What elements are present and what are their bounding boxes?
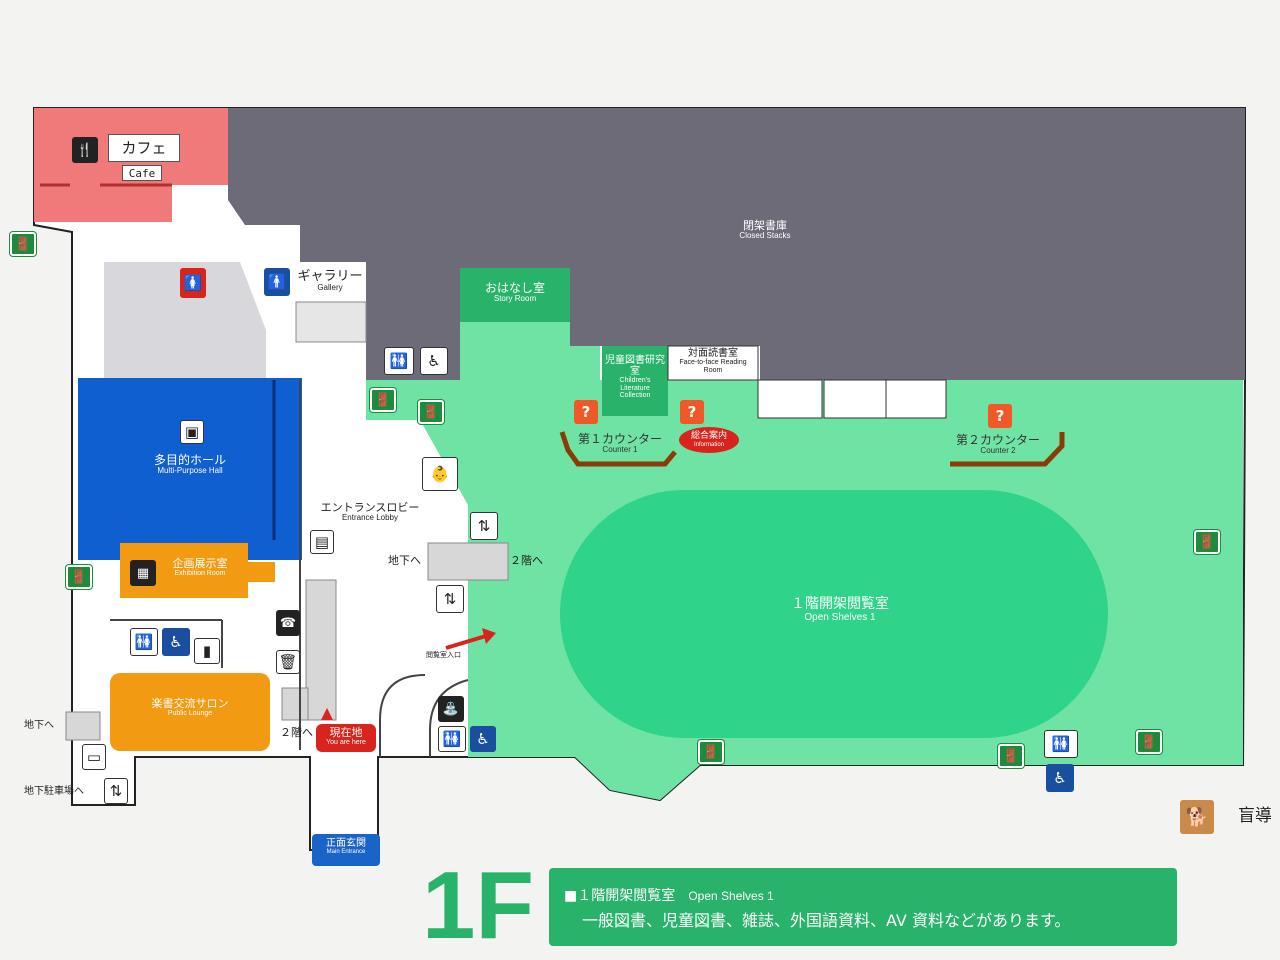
restroom-male-icon: 🚹 <box>264 268 290 296</box>
legend-title-en: Open Shelves 1 <box>688 889 774 903</box>
floor-label: 1F <box>422 858 534 954</box>
to-2f-label: ２階へ <box>510 554 543 567</box>
stairs-low <box>281 687 309 721</box>
restaurant-icon: 🍴 <box>72 137 98 163</box>
guide-dog-label: 盲導 <box>1238 806 1272 826</box>
guide-dog-icon: 🐕 <box>1180 800 1214 834</box>
legend-title-row: ■１階開架閲覧室 Open Shelves 1 <box>564 885 774 904</box>
exit-icon-2: 🚪 <box>370 388 396 412</box>
story-room-label: おはなし室 Story Room <box>484 281 545 304</box>
restroom-icon-4: 🚻 <box>1044 730 1078 758</box>
grey-room <box>104 262 266 378</box>
elevator-icon-2: ⇅ <box>436 585 464 613</box>
closed-stacks-label: 閉架書庫 Closed Stacks <box>739 219 791 241</box>
closed-stacks-area <box>228 108 1245 380</box>
question-icon: ? <box>574 400 598 424</box>
exit-icon-5: 🚪 <box>66 565 92 589</box>
stairs-basement <box>65 711 101 741</box>
vending-icon: ▮ <box>194 638 220 664</box>
restroom-icon-3: 🚻 <box>438 726 466 752</box>
lounge-area <box>110 673 270 751</box>
stairs-gallery <box>295 301 367 343</box>
phone-icon: ☎ <box>276 610 300 636</box>
face-room-label: 対面読書室 Face-to-face Reading Room <box>679 348 747 374</box>
you-are-here-label: 現在地 You are here <box>326 726 366 747</box>
stairs-lobby <box>427 542 509 581</box>
counter1-label: 第１カウンター Counter 1 <box>577 432 662 455</box>
exhibition-icon: ▦ <box>130 560 156 586</box>
question-icon-2: ? <box>680 400 704 424</box>
story-room-area <box>460 268 570 322</box>
children-lit-area <box>602 346 668 416</box>
exhibition-area <box>120 543 275 598</box>
you-are-here-badge <box>316 724 376 752</box>
exit-icon-8: 🚪 <box>1136 730 1162 754</box>
nursing-icon: ♿ <box>420 347 448 375</box>
to-2f-lower-label: ２階へ <box>280 726 313 739</box>
counter2-label: 第２カウンター Counter 2 <box>955 433 1040 456</box>
face-room-area <box>667 345 759 381</box>
legend-description: 一般図書、児童図書、雑誌、外国語資料、AV 資料などがあります。 <box>582 911 1071 930</box>
cafe-en-box: Cafe <box>122 165 162 181</box>
multi-hall-label: 多目的ホール Multi-Purpose Hall <box>153 453 226 476</box>
book-return-icon: ▭ <box>82 744 106 770</box>
counter2-shape <box>950 432 1065 467</box>
stairs-left <box>305 579 337 721</box>
main-entrance-badge <box>312 834 380 866</box>
exit-icon-4: 🚪 <box>1194 530 1220 554</box>
to-basement-label: 地下へ <box>388 554 421 567</box>
cafe-label: カフェ <box>121 138 167 157</box>
legend-box <box>549 868 1177 946</box>
lobby-label: エントランスロビー Entrance Lobby <box>320 501 420 523</box>
wheelchair-icon: ♿ <box>162 628 190 656</box>
open-shelves-oval <box>560 490 1108 738</box>
floor-number: 1F <box>422 852 535 959</box>
projector-icon: ▣ <box>180 420 204 444</box>
information-spot <box>679 427 739 453</box>
basement-parking-label: 地下駐車場へ <box>24 786 84 797</box>
restroom-icon: 🚻 <box>384 347 414 375</box>
wheelchair-icon-3: ♿ <box>1046 764 1074 792</box>
elevator-icon: ⇅ <box>470 512 498 540</box>
multi-hall-area <box>78 378 302 560</box>
to-basement-left-label: 地下へ <box>24 720 54 731</box>
children-lit-label: 児童図書研究室 Children's Literature Collection <box>605 355 665 400</box>
restroom-female-icon: 🚺 <box>180 268 206 298</box>
locker-icon: ▤ <box>310 530 334 554</box>
cafe-en-label: Cafe <box>128 166 156 180</box>
baby-room-icon: 👶 <box>422 457 458 491</box>
restroom-icon-2: 🚻 <box>130 628 158 656</box>
trash-icon: 🗑 <box>276 650 300 674</box>
question-icon-3: ? <box>988 404 1012 428</box>
water-fountain-icon: ⛲ <box>438 696 464 722</box>
wheelchair-icon-2: ♿ <box>470 726 496 752</box>
gallery-label: ギャラリー Gallery <box>297 269 363 293</box>
lounge-label: 楽書交流サロン Public Lounge <box>151 697 229 718</box>
legend-title: ■１階開架閲覧室 <box>564 888 676 904</box>
open-shelves-label: １階開架閲覧室 Open Shelves 1 <box>791 596 889 624</box>
elevator-icon-3: ⇅ <box>104 778 128 804</box>
information-label: 総合案内 Information <box>690 431 727 448</box>
exhibition-label: 企画展示室 Exhibition Room <box>172 557 228 578</box>
exit-icon-7: 🚪 <box>998 744 1024 768</box>
exit-icon-3: 🚪 <box>418 400 444 424</box>
main-entrance-label: 正面玄関 Main Entrance <box>326 838 366 855</box>
exit-icon: 🚪 <box>10 232 36 256</box>
cafe-label-box: カフェ <box>108 134 180 162</box>
reading-entrance-label: 閲覧室入口 <box>426 651 461 659</box>
counter1-shape <box>559 431 677 467</box>
exit-icon-6: 🚪 <box>698 740 724 764</box>
